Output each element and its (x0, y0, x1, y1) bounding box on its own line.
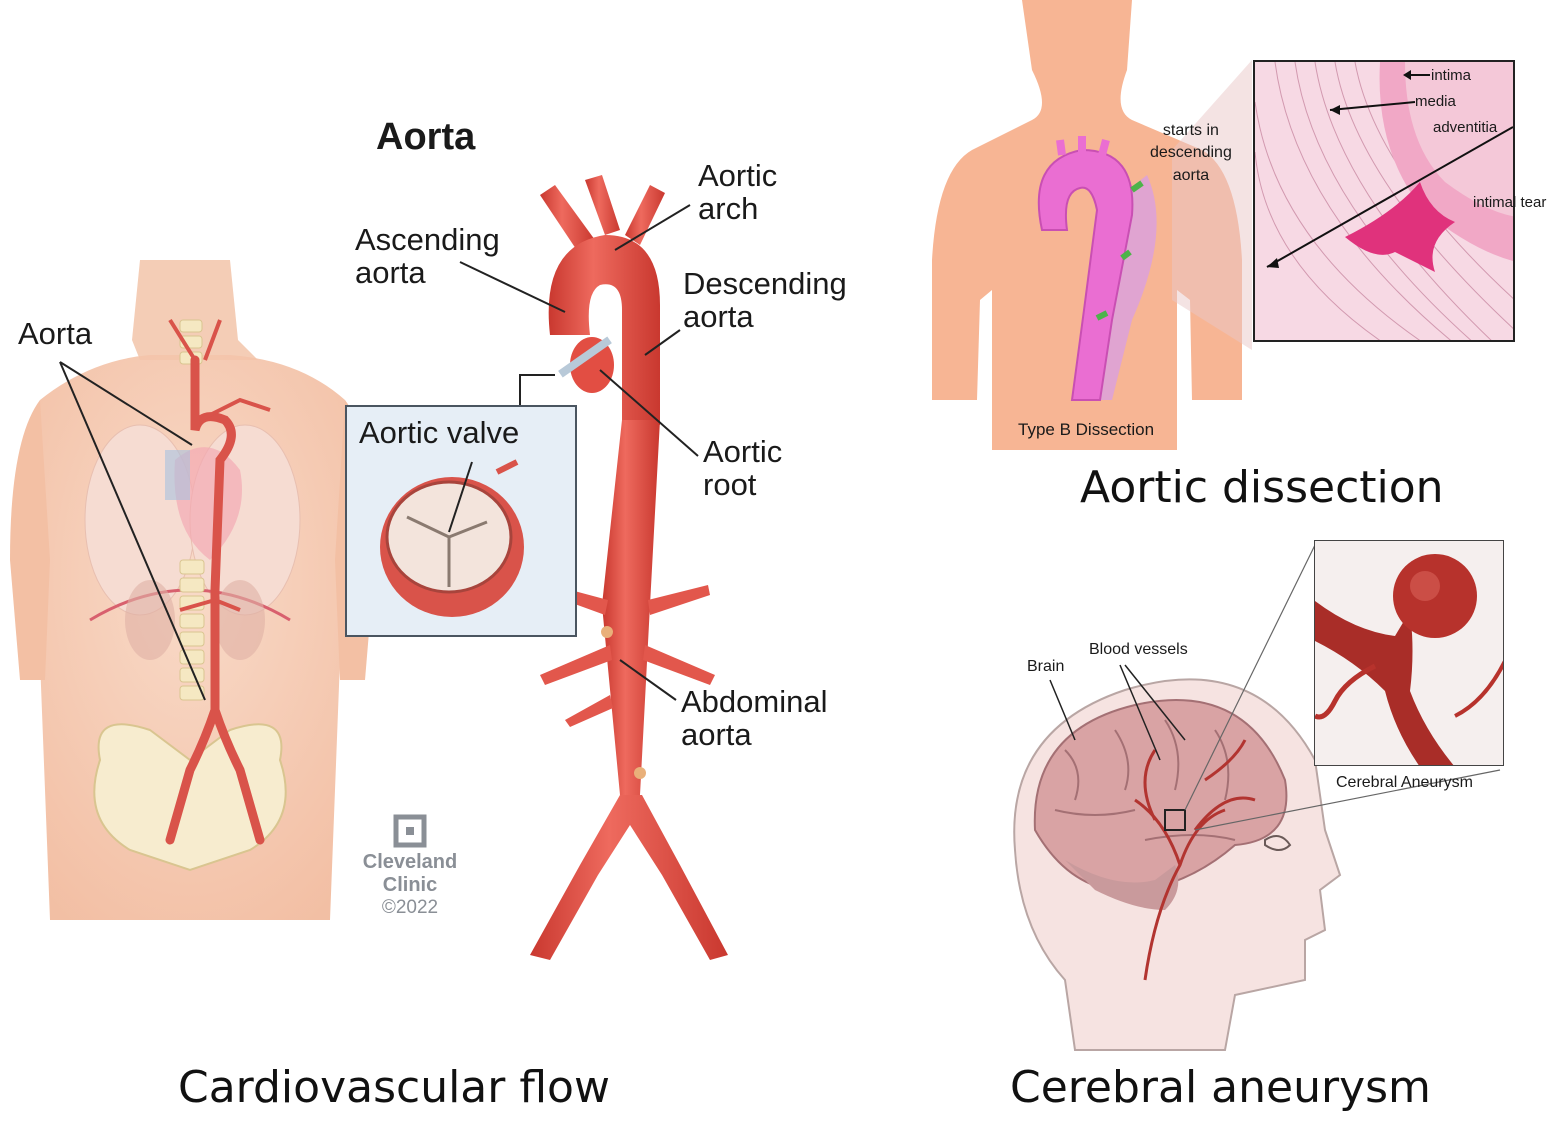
aortic-valve-label: Aortic valve (359, 415, 520, 450)
aortic-root-label: Aortic root (703, 434, 783, 502)
abdominal-aorta-text: Abdominal aorta (681, 684, 828, 752)
dissection-body (932, 0, 1252, 450)
aortic-dissection-caption: Aortic dissection (1080, 462, 1444, 513)
ascending-aorta-label: Ascending aorta (355, 222, 500, 290)
cerebral-aneurysm-caption: Cerebral aneurysm (1010, 1062, 1431, 1113)
head-illustration (1013, 678, 1342, 1051)
dissection-tissue-inset: intima media adventitia (1253, 60, 1515, 342)
cleveland-clinic-name: Cleveland Clinic (362, 851, 458, 896)
abdominal-aorta-label: Abdominal aorta (681, 684, 828, 752)
aortic-arch-label: Aortic arch (698, 158, 778, 226)
aorta-leader-lines (459, 204, 699, 701)
brain-label: Brain (1027, 658, 1065, 675)
aneurysm-leader-lines (1049, 544, 1501, 831)
adventitia-label: adventitia (1433, 119, 1498, 136)
starts-in-label: starts in descending aorta (1150, 122, 1232, 184)
media-label: media (1415, 93, 1456, 110)
cardiovascular-flow-caption: Cardiovascular flow (178, 1062, 610, 1113)
type-b-label: Type B Dissection (1018, 420, 1155, 439)
tissue-layers-drawing (1255, 62, 1513, 340)
aorta-title: Aorta (376, 116, 476, 158)
aortic-valve-drawing (380, 459, 524, 617)
aortic-arch-text: Aortic arch (698, 158, 778, 226)
cleveland-clinic-logo: Cleveland Clinic ©2022 (360, 814, 460, 919)
aorta-illustration (530, 175, 728, 960)
torso-illustration (10, 260, 375, 920)
aneurysm-drawing (1315, 554, 1503, 765)
intima-label: intima (1431, 67, 1472, 84)
aortic-valve-inset: Aortic valve (345, 405, 577, 637)
ascending-aorta-text: Ascending aorta (355, 222, 500, 290)
cleveland-clinic-copyright: ©2022 (381, 897, 439, 918)
descending-aorta-label: Descending aorta (683, 266, 847, 334)
body-aorta-label: Aorta (18, 316, 93, 351)
aortic-root-text: Aortic root (703, 434, 783, 502)
blood-vessels-label: Blood vessels (1089, 641, 1188, 658)
cleveland-clinic-logo-mark (393, 814, 427, 848)
cerebral-aneurysm-label: Cerebral Aneurysm (1336, 774, 1473, 791)
aneurysm-inset (1314, 540, 1504, 766)
intimal-tear-label: intimal tear (1473, 194, 1547, 211)
descending-aorta-text: Descending aorta (683, 266, 847, 334)
